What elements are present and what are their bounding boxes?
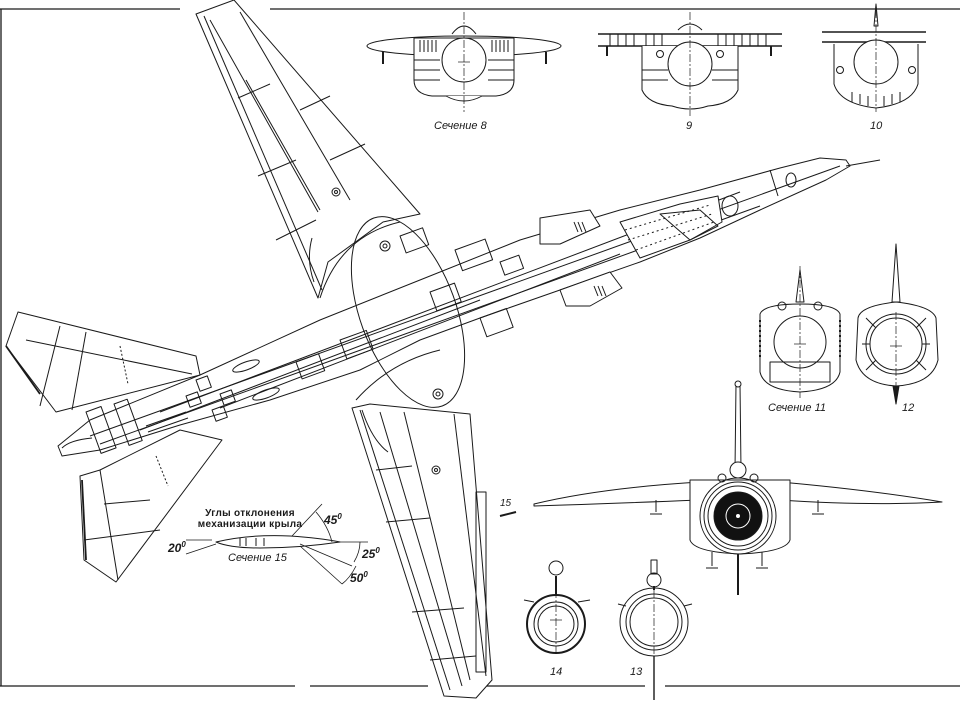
section-8-label: Сечение 8 [434,120,487,132]
section-10 [822,4,926,112]
section-11 [760,266,840,398]
section-15-label: Сечение 15 [228,552,287,564]
section-13-label: 13 [630,666,643,678]
degree-mark: 0 [181,540,186,549]
angle-flap-first: 250 [362,546,380,561]
upper-wing [196,0,420,298]
section-15-diagram [186,504,516,584]
angle-flap-first-value: 25 [362,547,376,561]
degree-mark: 0 [337,512,342,521]
plan-view [6,0,880,698]
lower-wing [352,404,492,698]
stabilizer-lower [80,430,222,582]
section-15-marker: 15 [500,498,512,509]
angle-spoiler: 450 [324,512,342,527]
section-12 [856,244,938,404]
angle-slat-value: 20 [168,541,182,555]
frame-border [0,9,960,686]
angle-slat: 200 [168,540,186,555]
angle-flap-full: 500 [350,570,368,585]
section-15-title-line2: механизации крыла [197,519,303,530]
section-11-label: Сечение 11 [768,402,827,414]
front-view [534,381,942,595]
section-13 [618,560,692,700]
section-9 [598,12,782,116]
stabilizer-upper [6,312,200,412]
fuselage [58,158,880,456]
section-14 [524,561,590,654]
section-8 [367,12,561,112]
section-14-label: 14 [550,666,563,678]
angle-flap-full-value: 50 [350,571,364,585]
section-10-label: 10 [870,120,883,132]
section-15-title: Углы отклонения механизации крыла [190,508,310,530]
section-9-label: 9 [686,120,693,132]
degree-mark: 0 [375,546,380,555]
degree-mark: 0 [363,570,368,579]
section-15-title-line1: Углы отклонения [205,508,295,519]
section-12-label: 12 [902,402,915,414]
angle-spoiler-value: 45 [324,513,338,527]
